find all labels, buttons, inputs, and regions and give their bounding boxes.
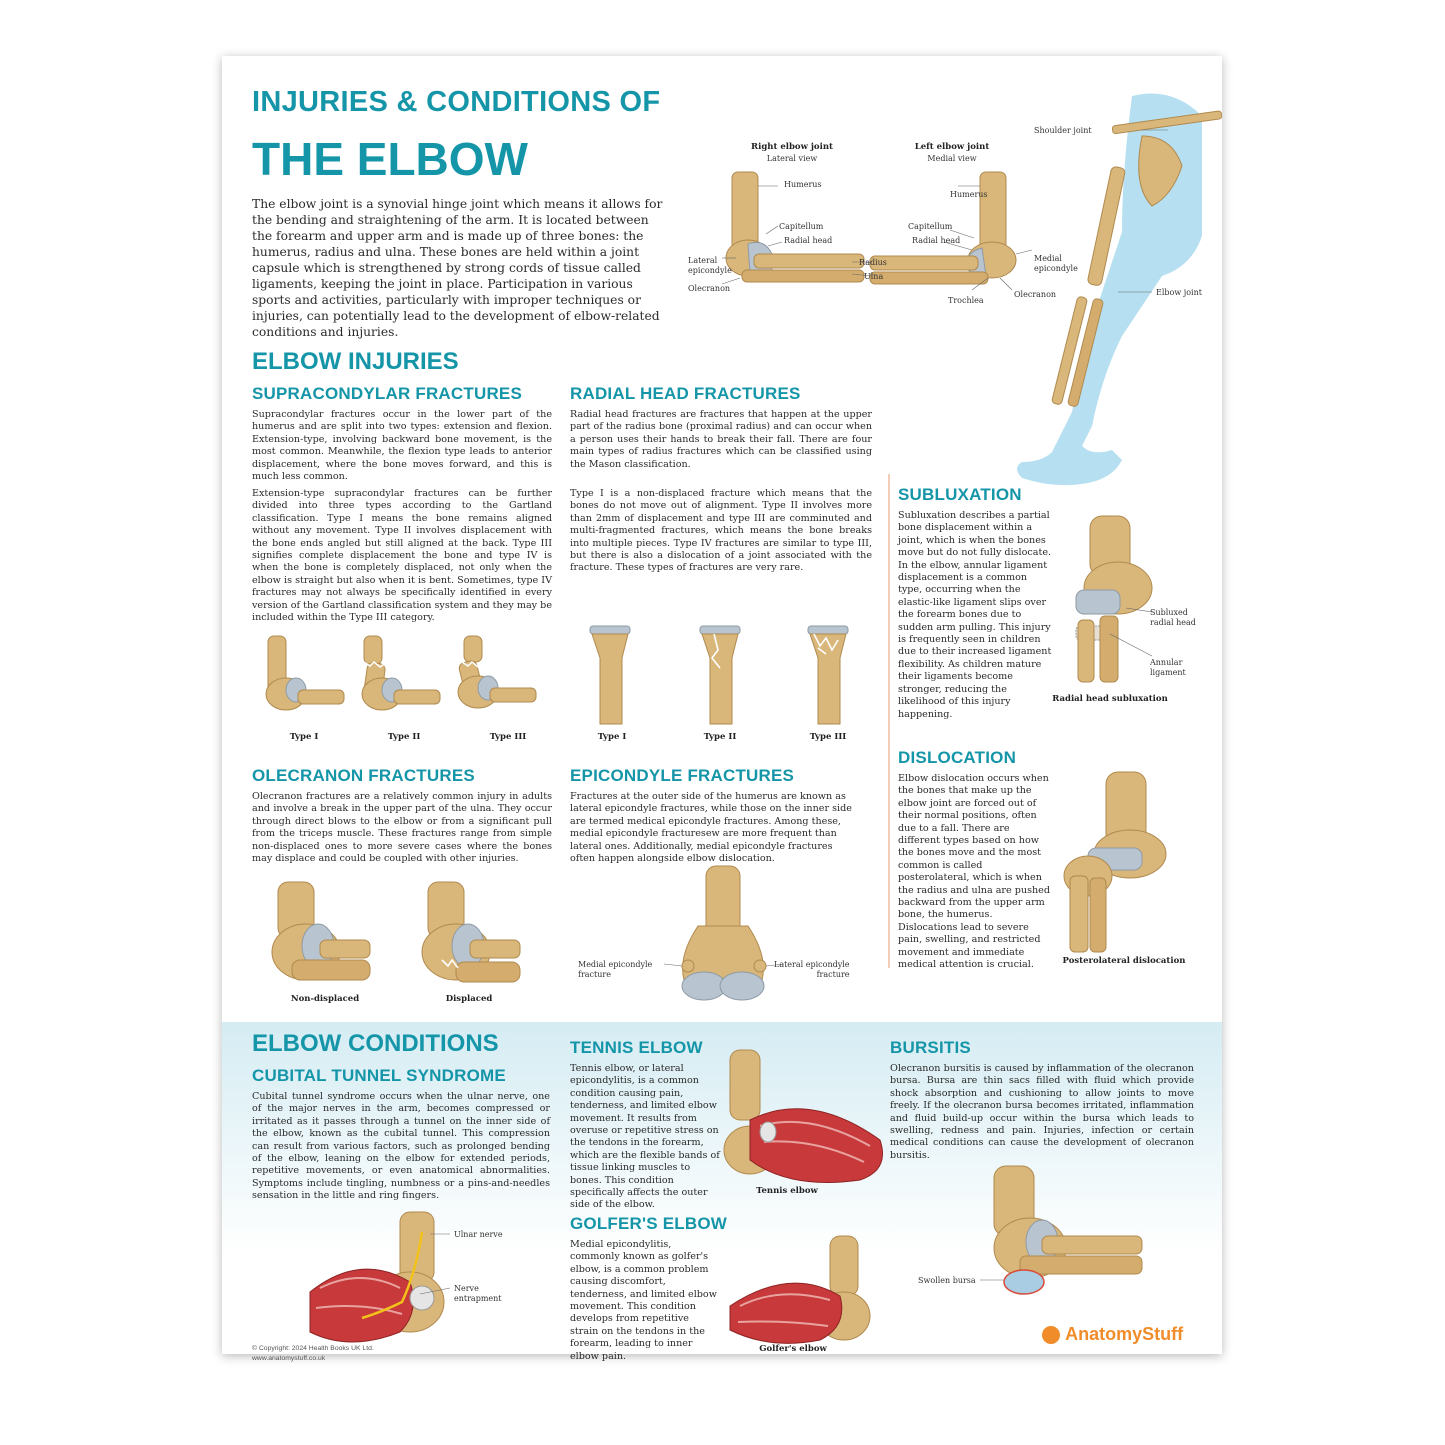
label-capitellum-l: Capitellum: [908, 222, 953, 231]
conditions-background: [222, 1022, 1222, 1254]
label-lateral-epicondyle-fracture: Lateral epicondyle fracture: [774, 960, 850, 979]
bursitis-text: Olecranon bursitis is caused by inflamma…: [890, 1063, 1194, 1161]
tennis-title: TENNIS ELBOW: [570, 1038, 703, 1057]
right-elbow-title: Right elbow joint: [751, 142, 833, 152]
label-nerve-entrapment: Nerve entrapment: [454, 1284, 502, 1303]
golfers-title: GOLFER'S ELBOW: [570, 1214, 728, 1233]
label-trochlea: Trochlea: [948, 296, 984, 305]
dislocation-text: Elbow dislocation occurs when the bones …: [898, 773, 1050, 971]
radial-head-illustrations: [589, 625, 849, 725]
cubital-illustration: [309, 1211, 451, 1343]
title-line2: THE ELBOW: [252, 133, 528, 185]
golfers-illustration: [729, 1235, 871, 1344]
radial-head-title: RADIAL HEAD FRACTURES: [570, 384, 801, 403]
label-annular-ligament: Annular ligament: [1150, 658, 1186, 677]
right-elbow-sub: Lateral view: [766, 154, 818, 163]
supracondylar-text-2: Extension-type supracondylar fractures c…: [252, 488, 552, 624]
radial-head-text-2: Type I is a non-displaced fracture which…: [570, 488, 872, 574]
radial-head-caption-3: Type III: [809, 732, 847, 742]
label-subluxed-radial-head: Subluxed radial head: [1150, 608, 1196, 627]
golfers-caption: Golfer's elbow: [759, 1344, 827, 1354]
olecranon-illustrations: [271, 881, 521, 983]
subluxation-title: SUBLUXATION: [898, 485, 1022, 504]
olecranon-text: Olecranon fractures are a relatively com…: [252, 791, 552, 865]
epicondyle-illustration: [663, 865, 785, 1001]
supracondylar-text-1: Supracondylar fractures occur in the low…: [252, 409, 552, 483]
label-olecranon-l: Olecranon: [1014, 290, 1057, 299]
epicondyle-text: Fractures at the outer side of the humer…: [570, 791, 852, 865]
copyright: © Copyright: 2024 Health Books UK Ltd.: [252, 1345, 374, 1352]
logo-text: AnatomyStuff: [1065, 1324, 1184, 1344]
bursitis-title: BURSITIS: [890, 1038, 971, 1057]
label-ulnar-nerve: Ulnar nerve: [454, 1230, 503, 1239]
supracondylar-caption-1: Type I: [289, 732, 319, 742]
olecranon-title: OLECRANON FRACTURES: [252, 766, 475, 785]
label-capitellum-r: Capitellum: [779, 222, 824, 231]
supracondylar-illustrations: [265, 635, 537, 711]
radial-head-caption-2: Type II: [703, 732, 737, 742]
website: www.anatomystuff.co.uk: [252, 1355, 326, 1362]
supracondylar-caption-3: Type III: [489, 732, 527, 742]
supracondylar-title: SUPRACONDYLAR FRACTURES: [252, 384, 522, 403]
supracondylar-caption-2: Type II: [387, 732, 421, 742]
label-radial-head-r: Radial head: [784, 236, 833, 245]
conditions-heading: ELBOW CONDITIONS: [252, 1030, 499, 1057]
epicondyle-title: EPICONDYLE FRACTURES: [570, 766, 795, 785]
label-radius: Radius: [859, 258, 887, 267]
label-ulna: Ulna: [864, 272, 884, 281]
subluxation-illustration: [1075, 515, 1153, 683]
arm-illustration: [1017, 93, 1222, 486]
tennis-text: Tennis elbow, or lateral epicondylitis, …: [570, 1063, 720, 1211]
cubital-text: Cubital tunnel syndrome occurs when the …: [252, 1091, 550, 1202]
cubital-title: CUBITAL TUNNEL SYNDROME: [252, 1066, 506, 1085]
label-swollen-bursa: Swollen bursa: [918, 1276, 976, 1285]
section-divider: [888, 474, 890, 968]
poster: INJURIES & CONDITIONS OF THE ELBOW The e…: [222, 56, 1222, 1354]
title-line1: INJURIES & CONDITIONS OF: [252, 86, 661, 118]
label-humerus-l: Humerus: [950, 190, 988, 199]
label-elbow-joint: Elbow joint: [1156, 288, 1202, 297]
left-elbow-sub: Medial view: [927, 154, 977, 163]
tennis-caption: Tennis elbow: [756, 1186, 818, 1196]
olecranon-caption-2: Displaced: [445, 994, 493, 1004]
label-medial-epicondyle-fracture: Medial epicondyle fracture: [578, 960, 653, 979]
logo-mark-icon: [1042, 1325, 1060, 1344]
elbow-joint-diagram: [721, 171, 1033, 291]
injuries-heading: ELBOW INJURIES: [252, 348, 459, 375]
dislocation-illustration: [1063, 771, 1167, 953]
golfers-text: Medial epicondylitis, commonly known as …: [570, 1239, 717, 1362]
left-elbow-title: Left elbow joint: [914, 142, 990, 152]
subluxation-text: Subluxation describes a partial bone dis…: [898, 510, 1052, 720]
subluxation-caption: Radial head subluxation: [1052, 694, 1168, 704]
label-radial-head-l: Radial head: [912, 236, 961, 245]
tennis-illustration: [723, 1049, 883, 1183]
label-shoulder-joint: Shoulder joint: [1034, 126, 1092, 135]
olecranon-caption-1: Non-displaced: [290, 994, 360, 1004]
label-lateral-epicondyle: Lateral epicondyle: [688, 256, 732, 275]
label-humerus-r: Humerus: [784, 180, 822, 189]
label-medial-epicondyle: Medial epicondyle: [1034, 254, 1078, 273]
bursitis-illustration: [980, 1165, 1143, 1295]
dislocation-title: DISLOCATION: [898, 748, 1017, 767]
label-olecranon-r: Olecranon: [688, 284, 731, 293]
dislocation-caption: Posterolateral dislocation: [1062, 956, 1186, 966]
intro-text: The elbow joint is a synovial hinge join…: [252, 197, 663, 339]
radial-head-caption-1: Type I: [597, 732, 627, 742]
radial-head-text-1: Radial head fractures are fractures that…: [570, 409, 872, 470]
anatomystuff-logo: AnatomyStuff: [1042, 1324, 1192, 1348]
